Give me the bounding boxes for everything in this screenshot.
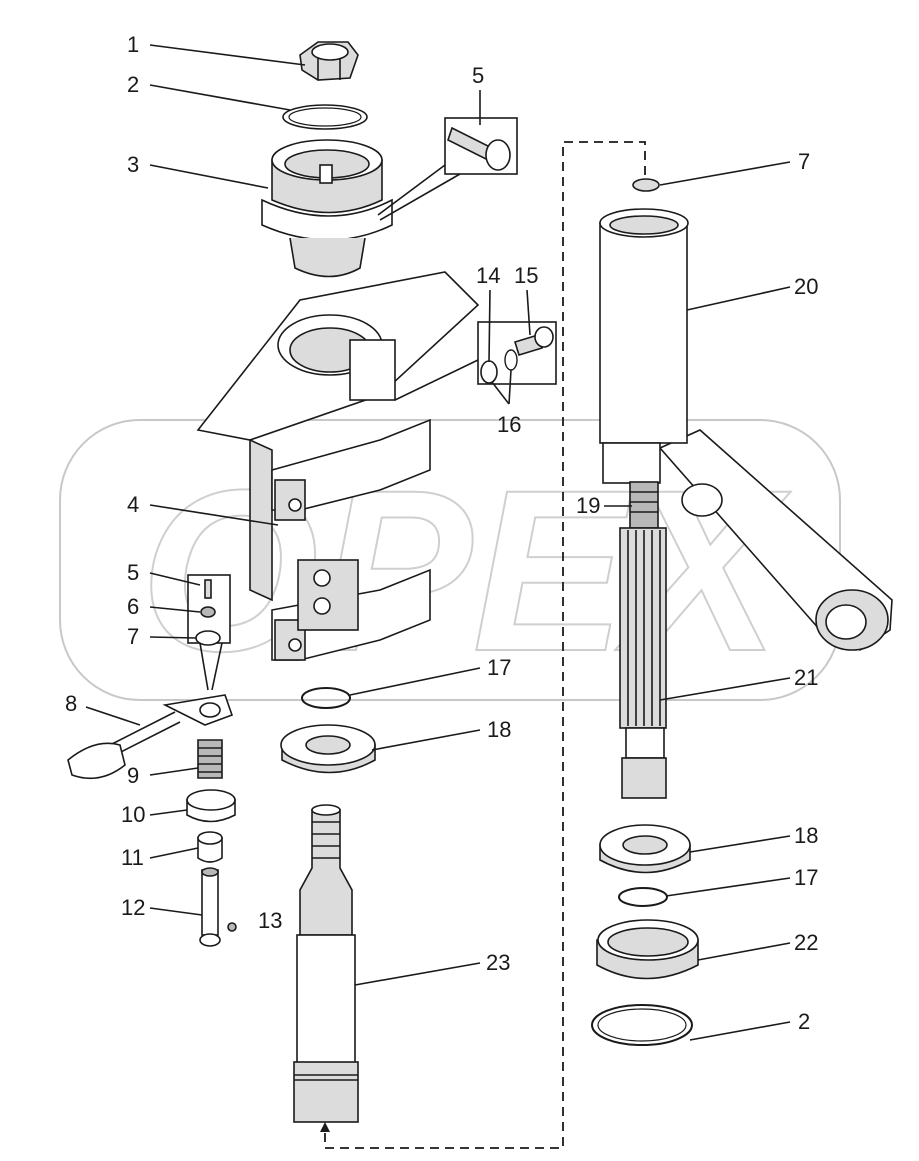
label-17-right: 17 xyxy=(794,865,818,890)
part-13-small-pin xyxy=(227,922,237,932)
label-16: 16 xyxy=(497,412,521,437)
part-20-tube-arm xyxy=(599,208,893,651)
label-18-right: 18 xyxy=(794,823,818,848)
label-1: 1 xyxy=(127,32,139,57)
label-10: 10 xyxy=(121,802,145,827)
label-6: 6 xyxy=(127,594,139,619)
label-20: 20 xyxy=(794,274,818,299)
part-10-bushing xyxy=(186,789,236,823)
part-17-circlip-left xyxy=(301,687,351,709)
watermark-logo: OPEX xyxy=(59,419,841,701)
label-5-left: 5 xyxy=(127,560,139,585)
label-8: 8 xyxy=(65,691,77,716)
part-9-spring xyxy=(197,739,223,779)
label-22: 22 xyxy=(794,930,818,955)
label-4: 4 xyxy=(127,492,139,517)
assembly-dashed-path xyxy=(320,141,646,1149)
part-11-sleeve xyxy=(197,831,223,863)
label-2-top: 2 xyxy=(127,72,139,97)
label-9: 9 xyxy=(127,763,139,788)
label-19: 19 xyxy=(576,493,600,518)
label-7-right: 7 xyxy=(798,149,810,174)
part-18-bearing-right xyxy=(599,824,691,874)
part-18-bearing-left xyxy=(280,724,376,774)
label-17-left: 17 xyxy=(487,655,511,680)
label-15: 15 xyxy=(514,263,538,288)
label-23: 23 xyxy=(486,950,510,975)
part-1-hex-nut xyxy=(299,41,359,81)
label-2-bottom: 2 xyxy=(798,1009,810,1034)
part-3-housing-cap xyxy=(261,139,393,278)
part-7-washer-right xyxy=(632,178,660,192)
part-2-circlip-bottom xyxy=(591,1004,693,1046)
label-14: 14 xyxy=(476,263,500,288)
part-8-lever xyxy=(67,694,234,780)
label-21: 21 xyxy=(794,665,818,690)
part-4-bracket xyxy=(196,271,480,661)
part-21-splined-shaft xyxy=(619,527,667,799)
label-5-top: 5 xyxy=(472,63,484,88)
label-3: 3 xyxy=(127,152,139,177)
part-22-ring xyxy=(596,919,699,980)
part-5-6-7-stack xyxy=(187,574,231,691)
part-14-15-16-detail xyxy=(394,321,557,401)
part-17-circlip-right xyxy=(618,887,668,907)
label-11: 11 xyxy=(121,845,144,870)
label-7-left: 7 xyxy=(127,624,139,649)
part-12-pin xyxy=(199,867,221,947)
label-13: 13 xyxy=(258,908,282,933)
watermark-text: OPEX xyxy=(140,442,791,699)
label-12: 12 xyxy=(121,895,145,920)
label-18-left: 18 xyxy=(487,717,511,742)
part-2-circlip-top xyxy=(282,104,368,130)
leader-lines xyxy=(85,44,791,1041)
part-19-thread xyxy=(629,481,659,529)
part-5-bolt-detail xyxy=(377,117,518,221)
part-23-shaft xyxy=(293,804,359,1123)
